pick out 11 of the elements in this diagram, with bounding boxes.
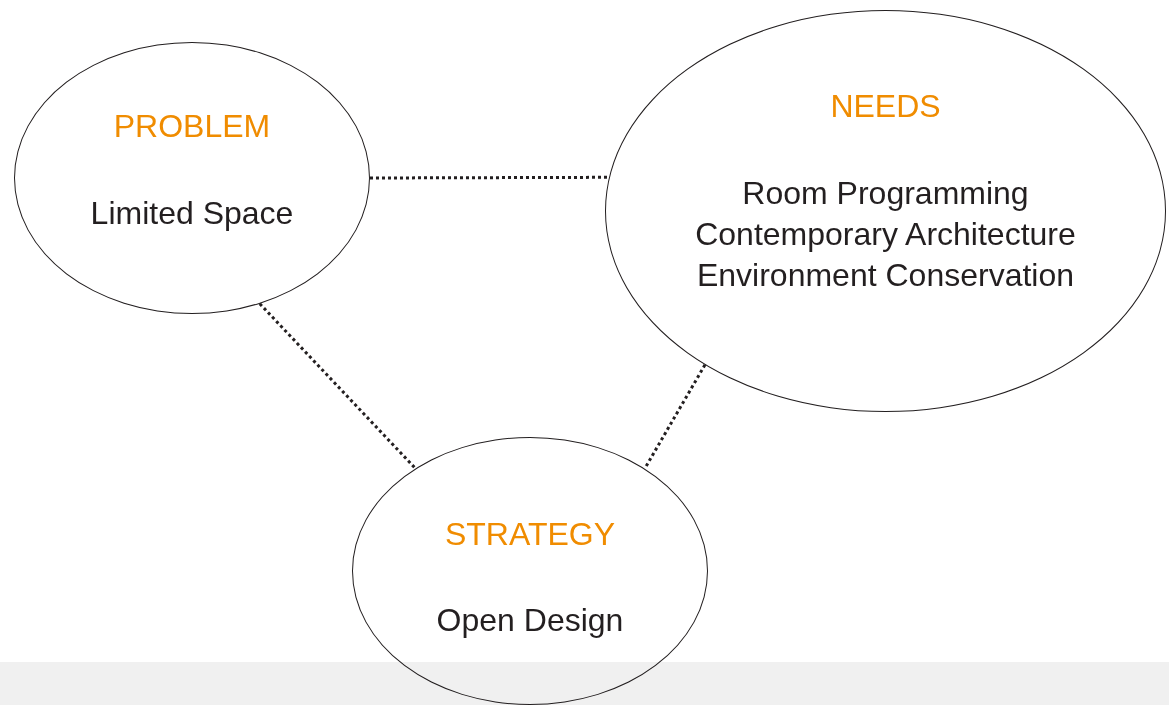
node-text: Contemporary Architecture: [695, 215, 1076, 254]
dotted-connector: [258, 302, 417, 470]
node-text: Environment Conservation: [696, 256, 1075, 295]
node-heading: NEEDS: [830, 88, 941, 125]
node-text: Limited Space: [90, 194, 294, 233]
dotted-connector: [643, 364, 707, 470]
node-text: Open Design: [436, 601, 624, 640]
node-text: Room Programming: [742, 174, 1029, 213]
dotted-connector: [370, 175, 609, 180]
node-heading: PROBLEM: [113, 108, 271, 145]
node-heading: STRATEGY: [444, 516, 616, 553]
